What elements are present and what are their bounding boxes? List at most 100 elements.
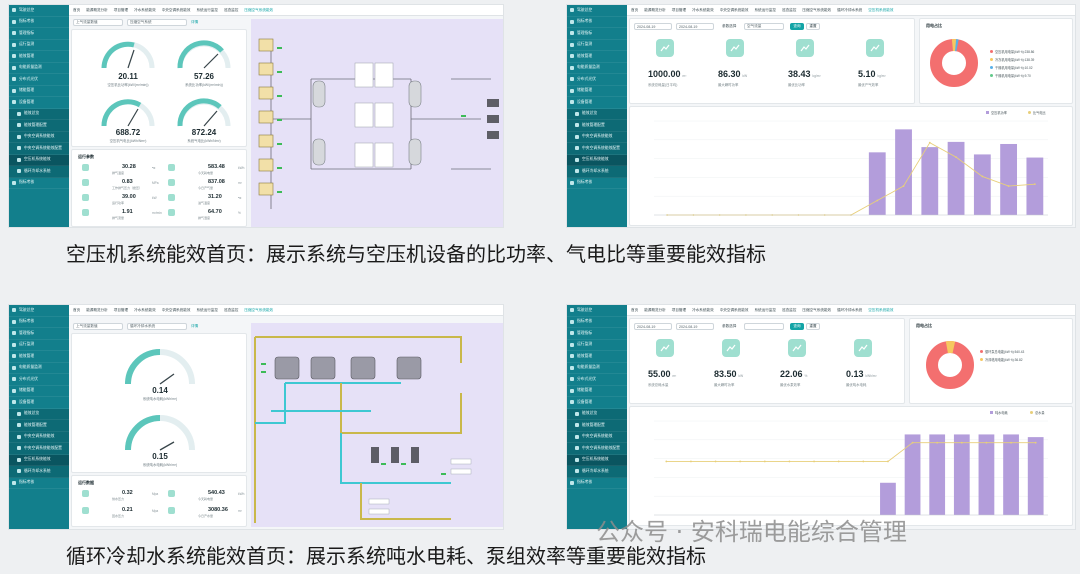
param-select[interactable]: 空气流量 xyxy=(744,23,784,30)
sidebar-item[interactable]: 循环冷却水系统 xyxy=(9,466,69,478)
sidebar-item[interactable]: 空压机系统能效 xyxy=(9,454,69,466)
sidebar-item[interactable]: 中央空调系统能效 xyxy=(567,131,627,143)
sidebar-item[interactable]: 能效总览 xyxy=(567,408,627,420)
sidebar-item[interactable]: 分布式光伏 xyxy=(9,374,69,386)
sidebar-item[interactable]: 指标考核 xyxy=(9,17,69,28)
sidebar-item[interactable]: 管理指标 xyxy=(9,328,69,340)
top-tab[interactable]: 首页 xyxy=(631,307,639,312)
sidebar-item[interactable]: 能效管理配置 xyxy=(9,420,69,432)
query-button[interactable]: 查询 xyxy=(790,23,804,30)
top-tab[interactable]: 冷水系统能效 xyxy=(134,307,156,312)
sidebar-item[interactable]: 驾驶总控 xyxy=(567,305,627,317)
sidebar-item[interactable]: 管理指标 xyxy=(567,28,627,40)
top-tab[interactable]: 能源概览分析 xyxy=(644,307,666,312)
sidebar-item[interactable]: 设备管理 xyxy=(567,97,627,109)
sidebar-item[interactable]: 管理指标 xyxy=(9,28,69,40)
sidebar-item[interactable]: 分布式光伏 xyxy=(9,74,69,86)
top-tab[interactable]: 中央空调系统能效 xyxy=(719,307,749,312)
system-select[interactable]: 压缩空气系统 xyxy=(127,19,187,26)
reset-button[interactable]: 重置 xyxy=(806,23,820,30)
sidebar-item[interactable]: 指标考核 xyxy=(567,17,627,28)
sidebar-item[interactable]: 管理指标 xyxy=(567,328,627,340)
sidebar-item[interactable]: 能效管理配置 xyxy=(567,420,627,432)
top-tab[interactable]: 系统运行监控 xyxy=(196,7,218,12)
sidebar-item[interactable]: 中央空调系统能效 xyxy=(567,431,627,443)
date-to[interactable]: 2024-08-19 xyxy=(676,323,714,330)
top-tab[interactable]: 冷水系统能效 xyxy=(692,7,714,12)
sidebar-item[interactable]: 分布式光伏 xyxy=(567,374,627,386)
sidebar-item[interactable]: 指标考核 xyxy=(9,178,69,189)
sidebar-item[interactable]: 储能管理 xyxy=(567,86,627,97)
top-tab[interactable]: 巡查监控 xyxy=(224,307,239,312)
top-tab[interactable]: 首页 xyxy=(73,307,81,312)
top-tab[interactable]: 首页 xyxy=(73,7,81,12)
sidebar-item[interactable]: 电能质量监测 xyxy=(567,63,627,74)
system-select[interactable]: 循环冷却水系统 xyxy=(127,323,187,330)
sidebar-item[interactable]: 中央空调系统能效 xyxy=(9,431,69,443)
sidebar-item[interactable]: 能效管理配置 xyxy=(567,120,627,132)
sidebar-item[interactable]: 设备管理 xyxy=(9,97,69,109)
sidebar-item[interactable]: 中央空调系统能效配置 xyxy=(9,443,69,455)
top-tab[interactable]: 巡查监控 xyxy=(782,7,797,12)
sidebar-item[interactable]: 能效管理 xyxy=(567,351,627,363)
param-select[interactable] xyxy=(744,323,784,330)
sidebar-item[interactable]: 中央空调系统能效配置 xyxy=(9,143,69,155)
sidebar-item[interactable]: 中央空调系统能效配置 xyxy=(567,143,627,155)
sidebar-item[interactable]: 电能质量监测 xyxy=(9,63,69,74)
sidebar-item[interactable]: 储能管理 xyxy=(9,386,69,397)
sidebar-item[interactable]: 指标考核 xyxy=(9,317,69,328)
sidebar-item[interactable]: 驾驶总控 xyxy=(9,305,69,317)
sidebar-item[interactable]: 能效总览 xyxy=(567,108,627,120)
sidebar-item[interactable]: 电能质量监测 xyxy=(9,363,69,374)
sidebar-item[interactable]: 驾驶总控 xyxy=(9,5,69,17)
top-tab[interactable]: 中央空调系统能效 xyxy=(719,7,749,12)
sidebar-item[interactable]: 中央空调系统能效配置 xyxy=(567,443,627,455)
sidebar-item[interactable]: 循环冷却水系统 xyxy=(567,166,627,178)
sidebar-item[interactable]: 指标考核 xyxy=(567,478,627,489)
top-tab[interactable]: 能源概览分析 xyxy=(644,7,666,12)
top-tab[interactable]: 项目管理 xyxy=(671,307,687,312)
top-tab[interactable]: 压缩空气系统能效 xyxy=(244,307,274,312)
top-tab[interactable]: 系统运行监控 xyxy=(754,307,776,312)
top-tab[interactable]: 冷水系统能效 xyxy=(134,7,156,12)
top-tab[interactable]: 首页 xyxy=(631,7,639,12)
sidebar-item[interactable]: 运行监测 xyxy=(567,340,627,351)
date-to[interactable]: 2024-08-19 xyxy=(676,23,714,30)
flow-select[interactable]: 上气流量数值 xyxy=(73,323,123,330)
top-tab[interactable]: 项目管理 xyxy=(113,7,129,12)
top-tab[interactable]: 巡查监控 xyxy=(224,7,239,12)
query-button[interactable]: 查询 xyxy=(790,323,804,330)
top-tab[interactable]: 系统运行监控 xyxy=(196,307,218,312)
top-tab[interactable]: 冷水系统能效 xyxy=(692,307,714,312)
sidebar-item[interactable]: 指标考核 xyxy=(567,317,627,328)
details-link[interactable]: 详情 xyxy=(191,20,199,24)
top-tab[interactable]: 巡查监控 xyxy=(782,307,797,312)
sidebar-item[interactable]: 空压机系统能效 xyxy=(9,154,69,166)
sidebar-item[interactable]: 能效总览 xyxy=(9,408,69,420)
top-tab[interactable]: 项目管理 xyxy=(671,7,687,12)
sidebar-item[interactable]: 指标考核 xyxy=(567,178,627,189)
details-link[interactable]: 详情 xyxy=(191,324,199,328)
sidebar-item[interactable]: 储能管理 xyxy=(9,86,69,97)
sidebar-item[interactable]: 能效总览 xyxy=(9,108,69,120)
sidebar-item[interactable]: 运行监测 xyxy=(9,340,69,351)
sidebar-item[interactable]: 能效管理 xyxy=(9,351,69,363)
sidebar-item[interactable]: 设备管理 xyxy=(9,397,69,409)
sidebar-item[interactable]: 电能质量监测 xyxy=(567,363,627,374)
top-tab[interactable]: 循环冷却水系统 xyxy=(837,7,863,12)
reset-button[interactable]: 重置 xyxy=(806,323,820,330)
top-tab[interactable]: 中央空调系统能效 xyxy=(161,307,191,312)
date-from[interactable]: 2024-08-19 xyxy=(634,323,672,330)
top-tab[interactable]: 空压机系统能效 xyxy=(868,307,894,312)
sidebar-item[interactable]: 能效管理配置 xyxy=(9,120,69,132)
sidebar-item[interactable]: 能效管理 xyxy=(567,51,627,63)
sidebar-item[interactable]: 空压机系统能效 xyxy=(567,454,627,466)
sidebar-item[interactable]: 循环冷却水系统 xyxy=(567,466,627,478)
sidebar-item[interactable]: 空压机系统能效 xyxy=(567,154,627,166)
top-tab[interactable]: 压缩空气系统能效 xyxy=(244,7,274,12)
sidebar-item[interactable]: 分布式光伏 xyxy=(567,74,627,86)
top-tab[interactable]: 中央空调系统能效 xyxy=(161,7,191,12)
top-tab[interactable]: 空压机系统能效 xyxy=(868,7,894,12)
top-tab[interactable]: 能源概览分析 xyxy=(86,307,108,312)
sidebar-item[interactable]: 设备管理 xyxy=(567,397,627,409)
